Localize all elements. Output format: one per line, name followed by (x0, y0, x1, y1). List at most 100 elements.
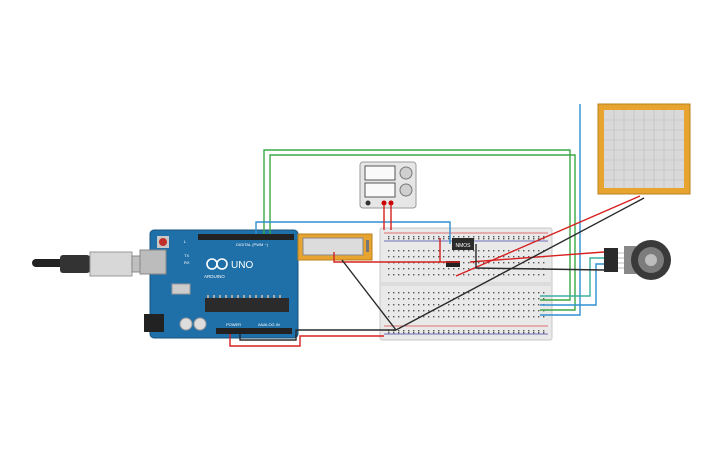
breadboard-hole (408, 304, 410, 306)
breadboard-hole (493, 238, 495, 240)
breadboard-hole (453, 310, 455, 312)
breadboard-hole (493, 236, 495, 238)
breadboard-hole (448, 268, 450, 270)
breadboard-hole (398, 310, 400, 312)
breadboard-hole (393, 256, 395, 258)
breadboard-hole (503, 262, 505, 264)
breadboard-hole (398, 250, 400, 252)
breadboard-hole (513, 316, 515, 318)
oscilloscope-display[interactable] (597, 103, 691, 195)
breadboard-hole (498, 316, 500, 318)
breadboard-hole (388, 310, 390, 312)
breadboard-hole (508, 304, 510, 306)
breadboard-hole (408, 268, 410, 270)
breadboard-hole (408, 292, 410, 294)
power-module[interactable] (359, 161, 417, 209)
breadboard-hole (473, 250, 475, 252)
breadboard-hole (493, 316, 495, 318)
breadboard-hole (483, 292, 485, 294)
breadboard-hole (543, 332, 545, 334)
breadboard-hole (413, 250, 415, 252)
breadboard-hole (398, 268, 400, 270)
breadboard-hole (518, 330, 520, 332)
breadboard-hole (523, 292, 525, 294)
breadboard-hole (533, 310, 535, 312)
breadboard-hole (393, 332, 395, 334)
breadboard-hole (433, 250, 435, 252)
breadboard-hole (408, 332, 410, 334)
breadboard-hole (443, 310, 445, 312)
breadboard-hole (523, 238, 525, 240)
arduino-uno-board[interactable]: UNO ARDUINO DIGITAL (PWM ~) POWER ANALOG… (139, 229, 299, 339)
reset-button[interactable] (159, 238, 167, 246)
breadboard-hole (478, 262, 480, 264)
nmos-transistor[interactable]: NMOS (452, 238, 474, 250)
breadboard-hole (503, 316, 505, 318)
lcd-module[interactable] (297, 233, 373, 261)
resistor[interactable] (446, 261, 460, 267)
breadboard-hole (413, 298, 415, 300)
breadboard-hole (538, 304, 540, 306)
breadboard-hole (463, 292, 465, 294)
breadboard-hole (523, 316, 525, 318)
breadboard-hole (508, 330, 510, 332)
breadboard-hole (503, 304, 505, 306)
breadboard-hole (443, 274, 445, 276)
breadboard-hole (423, 236, 425, 238)
breadboard-hole (418, 236, 420, 238)
breadboard-hole (543, 274, 545, 276)
breadboard-hole (388, 332, 390, 334)
breadboard-hole (388, 304, 390, 306)
breadboard-hole (423, 292, 425, 294)
arduino-logo-icon (206, 258, 228, 270)
breadboard-hole (398, 316, 400, 318)
breadboard-hole (408, 316, 410, 318)
breadboard-hole (483, 256, 485, 258)
breadboard-hole (398, 304, 400, 306)
breadboard-hole (538, 316, 540, 318)
breadboard-hole (458, 250, 460, 252)
breadboard-hole (438, 310, 440, 312)
breadboard-hole (478, 298, 480, 300)
breadboard-hole (493, 292, 495, 294)
breadboard-hole (518, 236, 520, 238)
breadboard-hole (403, 310, 405, 312)
breadboard-hole (453, 304, 455, 306)
breadboard-hole (498, 238, 500, 240)
breadboard-hole (498, 330, 500, 332)
breadboard-hole (423, 256, 425, 258)
breadboard-hole (428, 238, 430, 240)
breadboard-hole (428, 298, 430, 300)
wires[interactable] (229, 104, 645, 347)
analog-label: ANALOG IN (258, 322, 280, 327)
breadboard-hole (493, 298, 495, 300)
breadboard-hole (543, 236, 545, 238)
breadboard-hole (483, 330, 485, 332)
breadboard-hole (413, 332, 415, 334)
breadboard-hole (488, 238, 490, 240)
breadboard-hole (438, 268, 440, 270)
breadboard-hole (428, 268, 430, 270)
breadboard-hole (413, 310, 415, 312)
breadboard-hole (518, 256, 520, 258)
breadboard-hole (483, 236, 485, 238)
digital-header[interactable] (198, 234, 294, 240)
breadboard-hole (453, 250, 455, 252)
breadboard-hole (538, 262, 540, 264)
breadboard-hole (428, 256, 430, 258)
breadboard-hole (538, 310, 540, 312)
breadboard-hole (443, 292, 445, 294)
breadboard-hole (463, 236, 465, 238)
breadboard-hole (518, 332, 520, 334)
usb-cable[interactable] (32, 251, 157, 277)
breadboard-hole (403, 292, 405, 294)
breadboard-hole (453, 256, 455, 258)
breadboard-hole (483, 238, 485, 240)
breadboard-hole (518, 274, 520, 276)
power-analog-header[interactable] (216, 328, 292, 334)
dc-motor[interactable] (604, 240, 671, 280)
breadboard-hole (488, 250, 490, 252)
breadboard-hole (473, 316, 475, 318)
breadboard-hole (513, 238, 515, 240)
